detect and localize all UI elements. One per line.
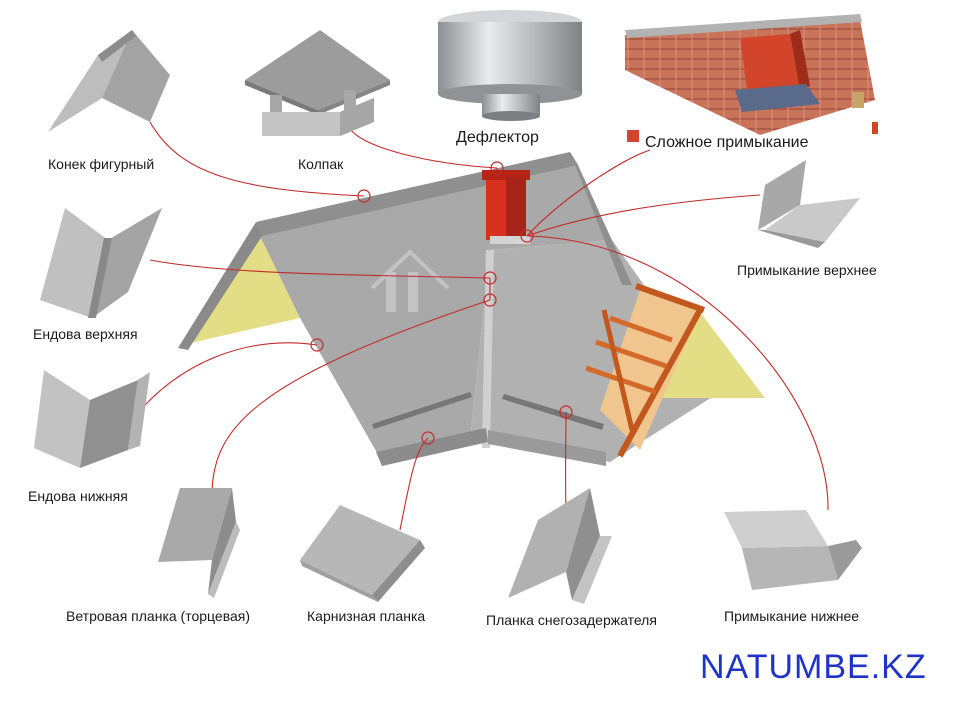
konek-figurny-part	[48, 30, 170, 132]
chimney	[482, 170, 530, 244]
label-slozhnoe-primykanie: Сложное примыкание	[645, 134, 809, 152]
house-roof-illustration	[178, 152, 765, 466]
deflector-part	[438, 10, 582, 121]
slozhnoe-primykanie-photo	[625, 14, 878, 142]
label-kolpak: Колпак	[298, 156, 343, 172]
label-konek-figurny: Конек фигурный	[48, 156, 154, 172]
endova-verhnyaya-part	[40, 208, 162, 318]
primykanie-nizhnee-part	[724, 510, 862, 590]
callout-endova-niz	[132, 343, 317, 420]
label-endova-nizhnyaya: Ендова нижняя	[28, 488, 128, 504]
label-planka-snegozaderzhatelya: Планка снегозадержателя	[486, 612, 657, 628]
label-deflector: Дефлектор	[456, 129, 539, 147]
label-primykanie-verhnee: Примыкание верхнее	[737, 262, 877, 278]
label-endova-verhnyaya: Ендова верхняя	[33, 326, 138, 342]
karniznaya-planka-part	[300, 505, 425, 602]
endova-nizhnyaya-part	[34, 370, 150, 468]
vetrovaya-planka-part	[158, 488, 240, 598]
watermark: NATUMBE.KZ	[700, 648, 927, 687]
label-vetrovaya-planka: Ветровая планка (торцевая)	[66, 608, 250, 624]
label-primykanie-nizhnee: Примыкание нижнее	[724, 608, 859, 624]
kolpak-part	[245, 30, 390, 136]
label-karniznaya-planka: Карнизная планка	[307, 608, 425, 624]
primykanie-verhnee-part	[758, 160, 860, 248]
snegozaderzhatel-planka-part	[508, 488, 612, 604]
